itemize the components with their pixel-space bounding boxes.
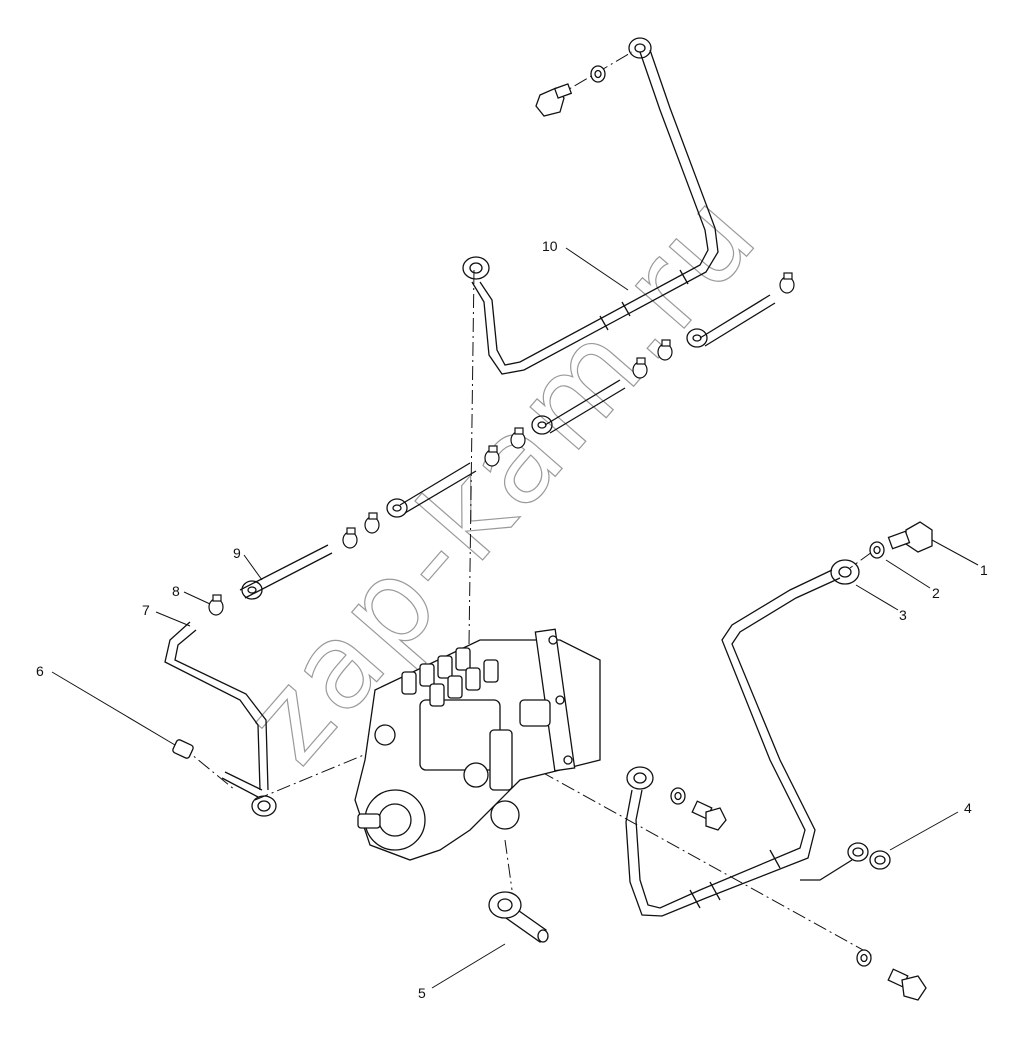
part-7-left-pipe xyxy=(164,621,277,817)
right-lower-pipe xyxy=(625,559,860,917)
callout-6: 6 xyxy=(36,663,44,679)
callout-1: 1 xyxy=(980,562,988,578)
part-6-sleeve xyxy=(172,739,194,759)
part-1-bolt xyxy=(887,521,933,553)
part-10-return-line xyxy=(462,37,719,375)
callout-10: 10 xyxy=(542,238,558,254)
part-4-clamp xyxy=(800,842,891,881)
part-5-banjo-fitting xyxy=(488,891,549,943)
callout-4: 4 xyxy=(964,800,972,816)
injector-outlets xyxy=(401,647,499,707)
part-10-bolt xyxy=(535,65,606,117)
fuel-injection-pump xyxy=(354,628,601,861)
callout-2: 2 xyxy=(932,585,940,601)
callout-3: 3 xyxy=(899,607,907,623)
callout-labels: 1 2 3 4 5 6 7 8 9 10 xyxy=(36,238,988,1001)
lower-bolt-right xyxy=(856,949,927,1001)
part-8-clamps xyxy=(208,272,795,616)
part-9-fuel-rail xyxy=(239,294,776,600)
callout-5: 5 xyxy=(418,985,426,1001)
lower-bolt-center xyxy=(670,787,727,831)
callout-7: 7 xyxy=(142,602,150,618)
leader-lines xyxy=(51,247,979,989)
part-2-washer xyxy=(869,541,885,559)
callout-9: 9 xyxy=(233,545,241,561)
callout-8: 8 xyxy=(172,583,180,599)
